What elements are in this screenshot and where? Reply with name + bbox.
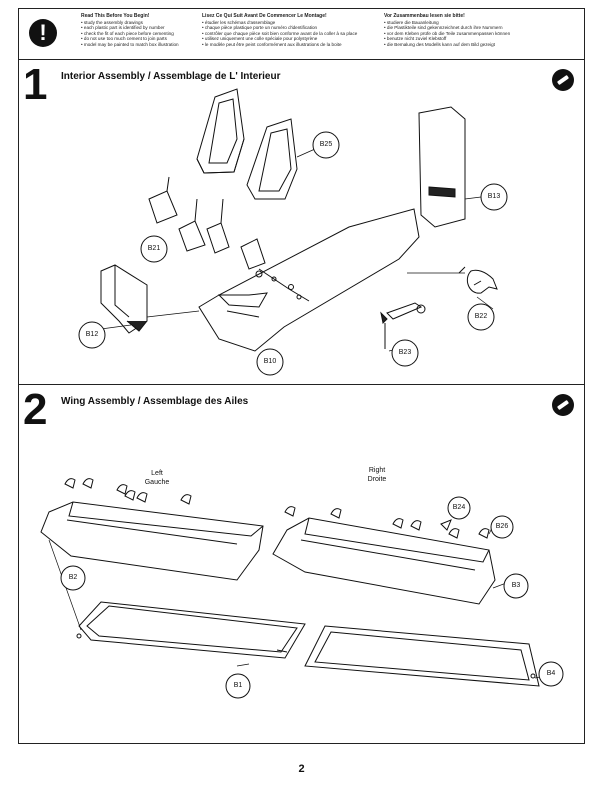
part-label-b24: B24 bbox=[452, 504, 466, 511]
notice-line: • contrôler que chaque pièce soit bien c… bbox=[202, 30, 358, 36]
notice-heading: Vor Zusammenbau lesen sie bitte! bbox=[384, 13, 465, 19]
notice-line: • each plastic part is identified by num… bbox=[81, 25, 165, 31]
glue-tube-icon bbox=[552, 394, 574, 416]
notice-line: • vor dem Kleben prüfe ob die Teile zusa… bbox=[384, 30, 511, 36]
step-number: 1 bbox=[23, 60, 48, 109]
right-label-fr: Droite bbox=[367, 476, 387, 483]
wing-assembly-drawing bbox=[40, 478, 564, 699]
part-label-b13: B13 bbox=[487, 193, 501, 200]
glue-tube-icon bbox=[552, 69, 574, 91]
frame-parts bbox=[148, 176, 266, 270]
bulkhead-panel-part bbox=[418, 106, 466, 228]
notice-line: • study the assembly drawings bbox=[81, 19, 143, 25]
interior-assembly-drawing bbox=[78, 88, 508, 376]
notice-line: • do not use too much cement to join par… bbox=[81, 36, 167, 42]
notice-line: • die Bemalung des Modells kann auf dem … bbox=[384, 41, 495, 47]
right-wing-upper-part bbox=[272, 517, 496, 605]
side-panel-part bbox=[100, 264, 148, 334]
cockpit-floor-part bbox=[198, 208, 420, 352]
notice-heading: Lisez Ce Qui Suit Avant De Commencer Le … bbox=[202, 13, 327, 19]
callout-circles bbox=[78, 131, 508, 376]
part-label-b3: B3 bbox=[511, 582, 521, 589]
part-label-b4: B4 bbox=[546, 670, 556, 677]
part-label-b25: B25 bbox=[319, 141, 333, 148]
notice-heading: Read This Before You Begin! bbox=[81, 13, 150, 19]
control-stick-parts bbox=[380, 266, 498, 349]
left-label: Left bbox=[151, 470, 163, 477]
step-1-section: 1 Interior Assembly / Assemblage de L' I… bbox=[19, 59, 584, 385]
seat-part bbox=[246, 118, 298, 200]
part-label-b1: B1 bbox=[233, 682, 243, 689]
step-title: Interior Assembly / Assemblage de L' Int… bbox=[61, 71, 281, 82]
callout-circles bbox=[60, 496, 564, 699]
hinge-parts bbox=[64, 478, 490, 539]
page-number: 2 bbox=[298, 763, 305, 775]
notice-german: Vor Zusammenbau lesen sie bitte! • studi… bbox=[384, 13, 574, 48]
notice-line: • studiere die Bauanleitung bbox=[384, 19, 439, 25]
notice-english: Read This Before You Begin! • study the … bbox=[81, 13, 199, 48]
part-label-b12: B12 bbox=[85, 331, 99, 338]
left-wing-lower-part bbox=[76, 601, 306, 659]
step-number: 2 bbox=[23, 385, 48, 434]
notice-line: • étudier les schémas d'assemblage bbox=[202, 19, 276, 25]
notice-line: • model may be painted to match box illu… bbox=[81, 41, 179, 47]
notice-french: Lisez Ce Qui Suit Avant De Commencer Le … bbox=[202, 13, 382, 48]
left-label-fr: Gauche bbox=[144, 479, 170, 486]
seat-part bbox=[196, 88, 245, 174]
notice-banner: ! Read This Before You Begin! • study th… bbox=[19, 9, 584, 60]
step-title: Wing Assembly / Assemblage des Ailes bbox=[61, 396, 249, 407]
right-wing-lower-part bbox=[304, 625, 540, 687]
step-2-section: 2 Wing Assembly / Assemblage des Ailes bbox=[19, 384, 584, 745]
notice-line: • benutze nicht zuviel Klebstoff bbox=[384, 36, 447, 42]
part-label-b10: B10 bbox=[263, 358, 277, 365]
part-label-b2: B2 bbox=[68, 574, 78, 581]
notice-line: • check the fit of each piece before cem… bbox=[81, 30, 174, 36]
notice-line: • utilisez uniquement une colle spéciale… bbox=[202, 36, 318, 42]
notice-line: • die Plastikteile sind gekennzeichnet d… bbox=[384, 25, 503, 31]
part-label-b22: B22 bbox=[474, 313, 488, 320]
part-label-b26: B26 bbox=[495, 523, 509, 530]
part-label-b23: B23 bbox=[398, 349, 412, 356]
part-label-b21: B21 bbox=[147, 245, 161, 252]
notice-line: • le modèle peut être peint conformément… bbox=[202, 41, 342, 47]
notice-line: • chaque pièce plastique porte un numéro… bbox=[202, 25, 318, 31]
right-label: Right bbox=[368, 467, 386, 474]
exclamation-icon: ! bbox=[29, 19, 57, 47]
left-wing-upper-part bbox=[40, 501, 264, 581]
page-frame: ! Read This Before You Begin! • study th… bbox=[18, 8, 585, 744]
